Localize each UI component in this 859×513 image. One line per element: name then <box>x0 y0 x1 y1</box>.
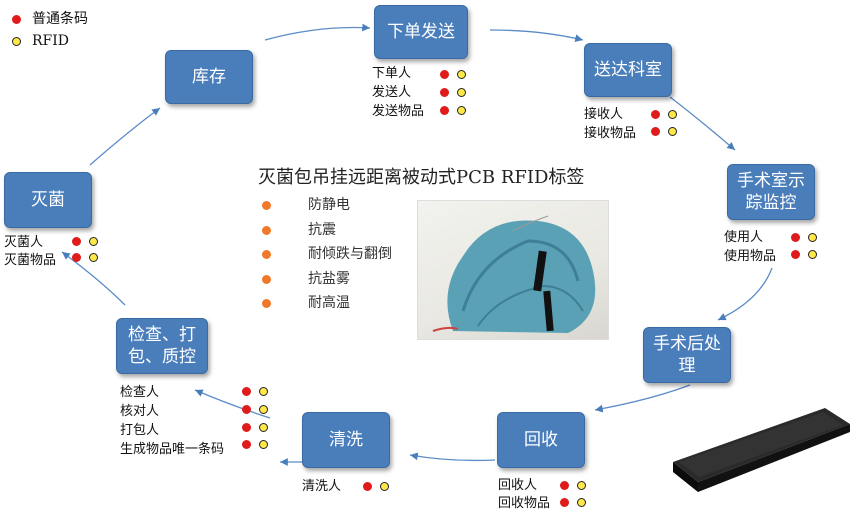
feature-bullet-4 <box>262 275 271 284</box>
node-delivered[interactable]: 送达科室 <box>584 43 672 97</box>
surgery-label-2: 使用物品 <box>724 249 777 264</box>
recycle-rfid-dot-1 <box>577 481 586 490</box>
legend-rfid-label: RFID <box>32 33 70 49</box>
feature-3: 耐倾跌与翻倒 <box>308 246 392 262</box>
recycle-rfid-dot-2 <box>577 498 586 507</box>
node-order-send-label: 下单发送 <box>387 22 455 42</box>
sterilize-label-1: 灭菌人 <box>4 235 44 250</box>
sterilize-barcode-dot-2 <box>72 253 81 262</box>
order-send-barcode-dot-3 <box>440 106 449 115</box>
pcb-rfid-tag-image <box>673 408 850 492</box>
package-illustration <box>432 215 596 333</box>
surgery-barcode-dot-1 <box>791 233 800 242</box>
package-photo <box>417 200 609 340</box>
node-inventory-label: 库存 <box>192 67 226 87</box>
feature-2: 抗震 <box>308 222 336 238</box>
surgery-rfid-dot-2 <box>808 250 817 259</box>
legend-rfid-dot <box>12 37 21 46</box>
order-send-rfid-dot-3 <box>457 106 466 115</box>
order-send-rfid-dot-2 <box>457 88 466 97</box>
delivered-barcode-dot-1 <box>651 110 660 119</box>
inspect-rfid-dot-3 <box>259 423 268 432</box>
order-send-label-2: 发送人 <box>372 85 412 100</box>
recycle-label-1: 回收人 <box>498 478 538 493</box>
delivered-label-1: 接收人 <box>584 107 624 122</box>
node-order-send[interactable]: 下单发送 <box>374 5 468 59</box>
delivered-barcode-dot-2 <box>651 127 660 136</box>
feature-5: 耐高温 <box>308 295 350 311</box>
recycle-barcode-dot-1 <box>560 481 569 490</box>
node-surgery-monitor-line1: 手术室示 <box>737 171 805 191</box>
surgery-rfid-dot-1 <box>808 233 817 242</box>
delivered-label-2: 接收物品 <box>584 126 637 141</box>
node-sterilize-label: 灭菌 <box>31 190 65 210</box>
wash-label-1: 清洗人 <box>302 479 342 494</box>
node-post-surgery-line2: 理 <box>678 356 696 376</box>
delivered-rfid-dot-2 <box>668 127 677 136</box>
order-send-barcode-dot-2 <box>440 88 449 97</box>
delivered-rfid-dot-1 <box>668 110 677 119</box>
sterilize-rfid-dot-1 <box>89 237 98 246</box>
wash-barcode-dot-1 <box>363 482 372 491</box>
recycle-label-2: 回收物品 <box>498 496 551 511</box>
node-wash[interactable]: 清洗 <box>302 412 390 468</box>
legend-barcode-dot <box>12 15 21 24</box>
sterilize-rfid-dot-2 <box>89 253 98 262</box>
recycle-barcode-dot-2 <box>560 498 569 507</box>
inspect-rfid-dot-2 <box>259 405 268 414</box>
node-post-surgery-line1: 手术后处 <box>653 334 721 354</box>
legend-barcode-label: 普通条码 <box>32 11 88 27</box>
node-delivered-label: 送达科室 <box>594 60 662 80</box>
inspect-barcode-dot-3 <box>242 423 251 432</box>
sterilize-label-2: 灭菌物品 <box>4 253 57 268</box>
node-recycle[interactable]: 回收 <box>497 412 585 468</box>
inspect-barcode-dot-2 <box>242 405 251 414</box>
center-title: 灭菌包吊挂远距离被动式PCB RFID标签 <box>258 167 585 188</box>
feature-bullet-5 <box>262 299 271 308</box>
order-send-label-1: 下单人 <box>372 66 412 81</box>
node-inspect-pack-line1: 检查、打 <box>128 325 196 345</box>
order-send-rfid-dot-1 <box>457 70 466 79</box>
inspect-barcode-dot-1 <box>242 387 251 396</box>
sterilize-barcode-dot-1 <box>72 237 81 246</box>
node-surgery-monitor[interactable]: 手术室示 踪监控 <box>727 164 815 220</box>
inspect-label-2: 核对人 <box>120 404 160 419</box>
inspect-rfid-dot-1 <box>259 387 268 396</box>
feature-bullet-3 <box>262 250 271 259</box>
feature-bullet-2 <box>262 226 271 235</box>
inspect-label-3: 打包人 <box>120 423 160 438</box>
feature-bullet-1 <box>262 201 271 210</box>
order-send-label-3: 发送物品 <box>372 104 425 119</box>
inspect-rfid-dot-4 <box>259 440 268 449</box>
surgery-barcode-dot-2 <box>791 250 800 259</box>
inspect-barcode-dot-4 <box>242 440 251 449</box>
inspect-label-4: 生成物品唯一条码 <box>120 442 225 457</box>
wash-rfid-dot-1 <box>380 482 389 491</box>
node-inventory[interactable]: 库存 <box>165 50 253 104</box>
feature-1: 防静电 <box>308 197 350 213</box>
node-surgery-monitor-line2: 踪监控 <box>745 193 797 213</box>
inspect-label-1: 检查人 <box>120 385 160 400</box>
node-recycle-label: 回收 <box>524 430 558 450</box>
node-sterilize[interactable]: 灭菌 <box>4 172 92 228</box>
node-inspect-pack[interactable]: 检查、打 包、质控 <box>116 318 208 374</box>
feature-4: 抗盐雾 <box>308 271 350 287</box>
order-send-barcode-dot-1 <box>440 70 449 79</box>
node-post-surgery[interactable]: 手术后处 理 <box>643 327 731 383</box>
node-inspect-pack-line2: 包、质控 <box>128 347 196 367</box>
surgery-label-1: 使用人 <box>724 230 764 245</box>
node-wash-label: 清洗 <box>329 430 363 450</box>
